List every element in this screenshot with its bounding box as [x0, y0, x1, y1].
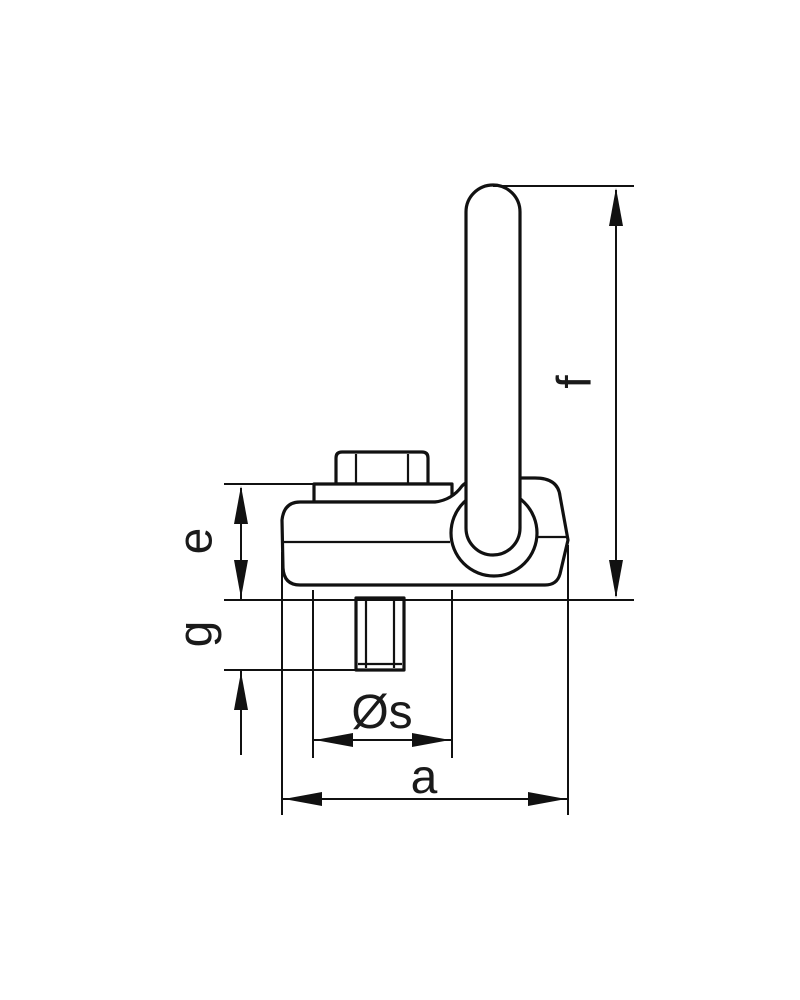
lifting-loop	[464, 183, 522, 557]
extension-lines	[224, 185, 634, 815]
dimension-s: Øs	[313, 686, 452, 747]
dimension-s-arrow-left	[315, 733, 353, 747]
dimension-s-arrow-right	[412, 733, 450, 747]
hex-head	[334, 450, 430, 486]
dimension-g: g	[170, 560, 248, 755]
collar	[312, 482, 454, 504]
dimension-s-label: Øs	[351, 686, 412, 739]
dimension-g-label: g	[170, 621, 223, 648]
dimension-e-arrow-top	[234, 486, 248, 524]
dimension-a-arrow-right	[528, 792, 566, 806]
dimension-f: f	[549, 188, 623, 598]
dimension-a-label: a	[411, 751, 438, 804]
dimension-e: e	[170, 486, 248, 598]
dimension-f-arrow-top	[609, 188, 623, 226]
threaded-stud	[354, 596, 406, 672]
part-geometry	[280, 183, 570, 672]
dimension-f-label: f	[549, 375, 602, 389]
dimension-a: a	[282, 751, 568, 806]
dimension-g-arrow-bottom	[234, 672, 248, 710]
dimension-a-arrow-left	[284, 792, 322, 806]
dimension-f-arrow-bottom	[609, 560, 623, 598]
dimension-e-label: e	[170, 528, 223, 555]
